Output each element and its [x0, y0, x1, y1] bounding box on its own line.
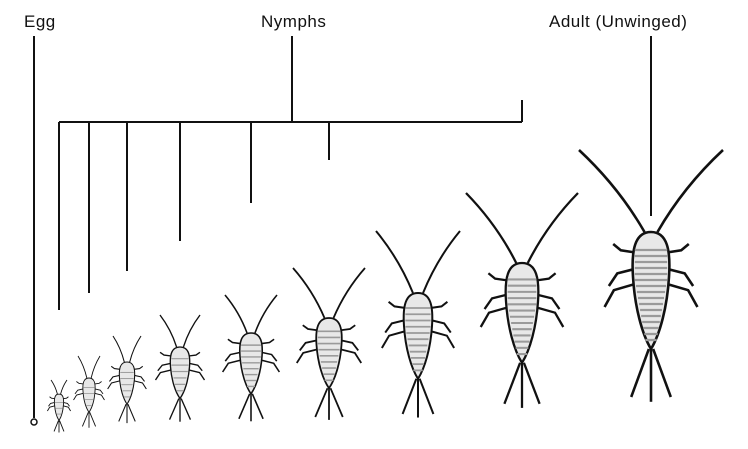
- nymph-illustration: [47, 380, 70, 432]
- antenna: [61, 380, 67, 394]
- tail-filament: [90, 412, 96, 426]
- antenna: [91, 356, 100, 378]
- antenna: [657, 150, 723, 232]
- antenna: [334, 268, 366, 318]
- tail-filament: [420, 379, 434, 414]
- body: [54, 394, 63, 421]
- nymph-illustration: [74, 356, 105, 428]
- antenna: [113, 336, 124, 362]
- antenna: [51, 380, 57, 394]
- antenna: [466, 193, 516, 263]
- tail-filament: [119, 404, 126, 421]
- nymph-illustration: [466, 193, 578, 408]
- antenna: [255, 295, 277, 333]
- tail-filament: [653, 349, 671, 397]
- tail-filament: [252, 394, 263, 419]
- antenna: [130, 336, 141, 362]
- nymph-illustration: [223, 295, 280, 421]
- antenna: [423, 231, 460, 293]
- tail-filament: [315, 388, 327, 417]
- body: [119, 362, 134, 404]
- tail-filament: [331, 388, 343, 417]
- tail-filament: [181, 398, 190, 419]
- tail-filament: [524, 363, 540, 404]
- tail-filament: [504, 363, 520, 404]
- tail-filament: [54, 421, 58, 432]
- antenna: [293, 268, 325, 318]
- body: [83, 378, 95, 412]
- antenna: [78, 356, 87, 378]
- insect-drawings: [47, 150, 723, 432]
- egg-dot: [31, 419, 37, 425]
- nymph-illustration: [108, 336, 147, 423]
- tail-filament: [60, 421, 64, 432]
- antenna: [579, 150, 645, 232]
- nymph-illustration: [376, 231, 460, 418]
- tail-filament: [128, 404, 135, 421]
- antenna: [160, 315, 177, 347]
- tail-filament: [170, 398, 179, 419]
- antenna: [528, 193, 578, 263]
- antenna: [183, 315, 200, 347]
- tail-filament: [403, 379, 417, 414]
- body: [316, 318, 342, 388]
- body: [404, 293, 433, 379]
- antenna: [376, 231, 413, 293]
- nymph-illustration: [293, 268, 365, 420]
- tail-filament: [239, 394, 250, 419]
- tail-filament: [631, 349, 649, 397]
- nymph-illustration: [155, 315, 204, 422]
- antenna: [225, 295, 247, 333]
- tail-filament: [82, 412, 88, 426]
